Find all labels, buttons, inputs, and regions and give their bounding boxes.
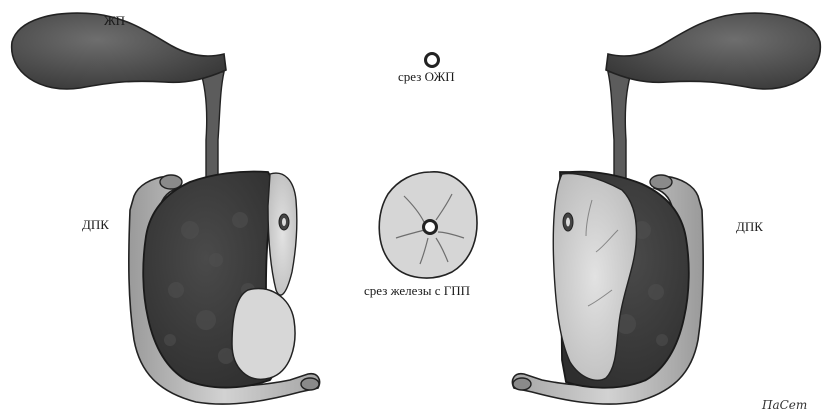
- label-duodenum-left: ДПК: [82, 218, 109, 231]
- label-duodenum-right: ДПК: [736, 220, 763, 233]
- gland-cross-section: [379, 172, 477, 278]
- cbd-cross-section: [426, 54, 439, 67]
- label-gland-section: срез железы с ГПП: [364, 284, 470, 297]
- right-figure: [512, 13, 820, 404]
- left-figure: [12, 13, 320, 404]
- left-uncinate-lobe: [232, 288, 295, 379]
- right-bile-duct: [608, 70, 632, 180]
- left-cut-surface: [268, 173, 297, 295]
- label-gallbladder: ЖП: [104, 14, 125, 27]
- label-cbd-section: срез ОЖП: [398, 70, 455, 83]
- right-gallbladder: [606, 13, 820, 89]
- artist-signature: ПаСет: [762, 398, 807, 412]
